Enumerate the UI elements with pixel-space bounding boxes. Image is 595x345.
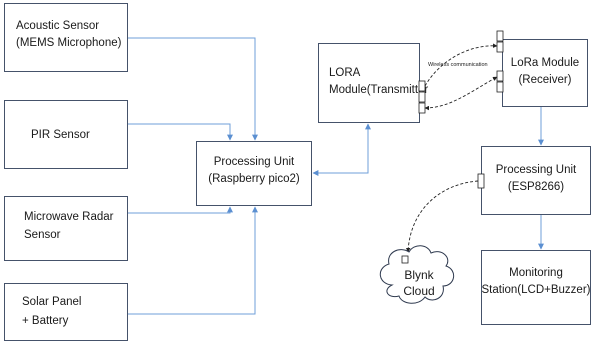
microwave-radar-label-line1: Microwave Radar [24, 211, 114, 223]
acoustic-sensor-label-line1: Acoustic Sensor [16, 20, 100, 32]
lora-transmitter-box [318, 43, 420, 123]
microwave-radar-box [4, 196, 128, 261]
receiver-connector-pin [496, 41, 504, 53]
blynk-cloud-shape [379, 245, 454, 304]
wire-radar-to-pico [128, 206, 233, 214]
receiver-connector-pin [496, 70, 504, 82]
lora-receiver-label-line1: LoRa Module [510, 57, 580, 69]
processing-unit-pico-box [196, 141, 312, 206]
solar-panel-label-line1: Solar Panel [22, 296, 82, 308]
processing-unit-pico-label-line1: Processing Unit [213, 156, 295, 168]
receiver-connector-pin [496, 81, 504, 93]
monitoring-station-box [481, 250, 591, 325]
lora-receiver-label-line2: (Receiver) [518, 74, 572, 86]
lora-receiver-box [502, 39, 588, 107]
acoustic-sensor-box [4, 3, 128, 72]
transmitter-connector-pin [418, 80, 426, 92]
transmitter-connector-pin [418, 102, 426, 114]
pir-sensor-box [4, 100, 128, 169]
processing-unit-pico-label-line2: (Raspberry pico2) [208, 173, 300, 185]
lora-transmitter-label-line2: Module(Transmitter [329, 84, 429, 96]
esp-connector-pin [477, 173, 485, 189]
monitoring-station-label-line1: Monitoring [509, 267, 563, 279]
monitoring-station-label-line2: Station(LCD+Buzzer) [481, 284, 591, 296]
transmitter-connector-pin [418, 91, 426, 103]
processing-unit-esp-label-line1: Processing Unit [495, 164, 577, 176]
wire-pir-to-pico [128, 123, 233, 141]
wire-acoustic-to-pico [128, 37, 258, 141]
lora-transmitter-label-line1: LORA [329, 67, 361, 79]
receiver-connector-pin [496, 30, 504, 42]
blynk-cloud-label-line1: Blynk [404, 268, 434, 282]
wireless-communication-label: Wireless communication [428, 62, 488, 68]
solar-panel-box [4, 283, 128, 341]
wireless-link-cloud [405, 180, 479, 253]
solar-panel-label-line2: + Battery [22, 315, 69, 327]
wire-pico-to-lora-transmitter [312, 123, 371, 176]
acoustic-sensor-label-line2: (MEMS Microphone) [16, 37, 122, 49]
wire-solar-to-pico [128, 206, 258, 315]
microwave-radar-label-line2: Sensor [24, 229, 61, 241]
pir-sensor-label: PIR Sensor [31, 129, 90, 141]
processing-unit-esp-label-line2: (ESP8266) [507, 181, 565, 193]
wireless-link-lower [424, 76, 498, 111]
blynk-cloud-label-line2: Cloud [403, 284, 435, 298]
